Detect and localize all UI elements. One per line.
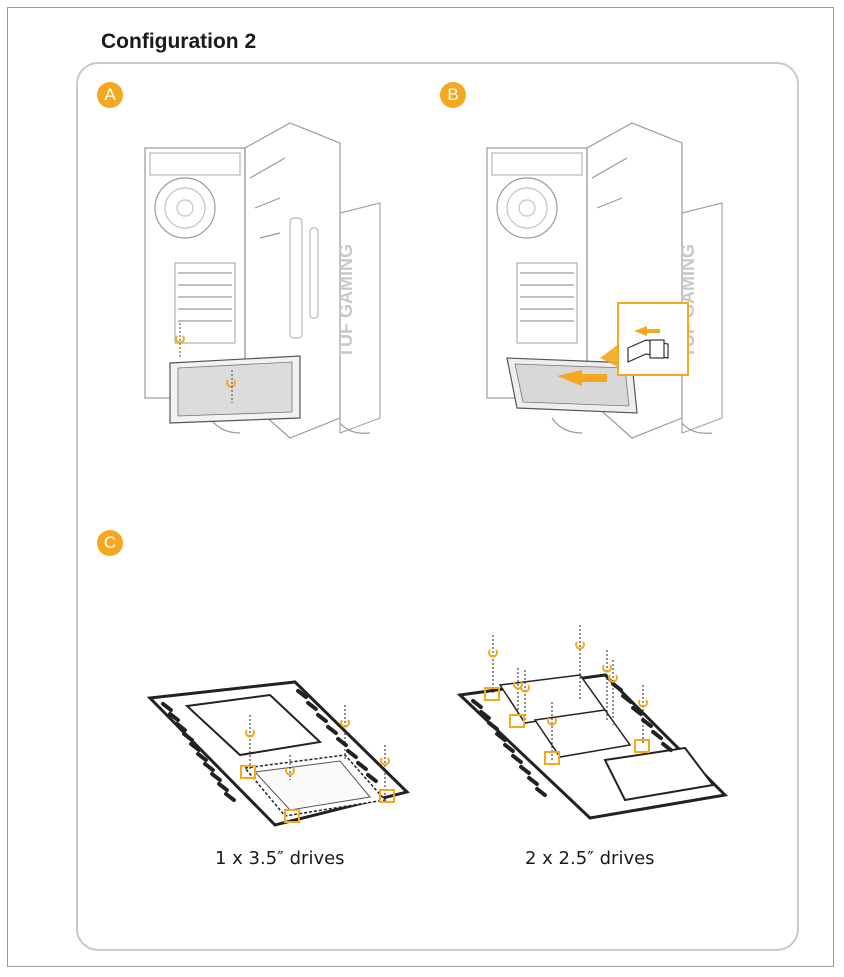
step-b-badge: B <box>440 82 466 108</box>
instructions-panel <box>76 62 799 951</box>
slide-arrow-icon <box>557 370 607 386</box>
caption-3-5-drives: 1 x 3.5″ drives <box>215 848 345 869</box>
plate-illustration-3-5 <box>146 680 410 827</box>
page-frame <box>7 7 834 967</box>
caption-2-5-drives: 2 x 2.5″ drives <box>525 848 655 869</box>
plate-illustration-2-5 <box>456 625 729 820</box>
detail-callout <box>617 302 689 376</box>
case-illustration-a: TUF GAMING <box>144 122 381 439</box>
step-c-badge: C <box>97 530 123 556</box>
case-illustration-b: TUF GAMING <box>486 122 723 439</box>
page-title: Configuration 2 <box>101 30 257 53</box>
case-logo-a: TUF GAMING <box>336 244 356 358</box>
step-a-badge: A <box>97 82 123 108</box>
